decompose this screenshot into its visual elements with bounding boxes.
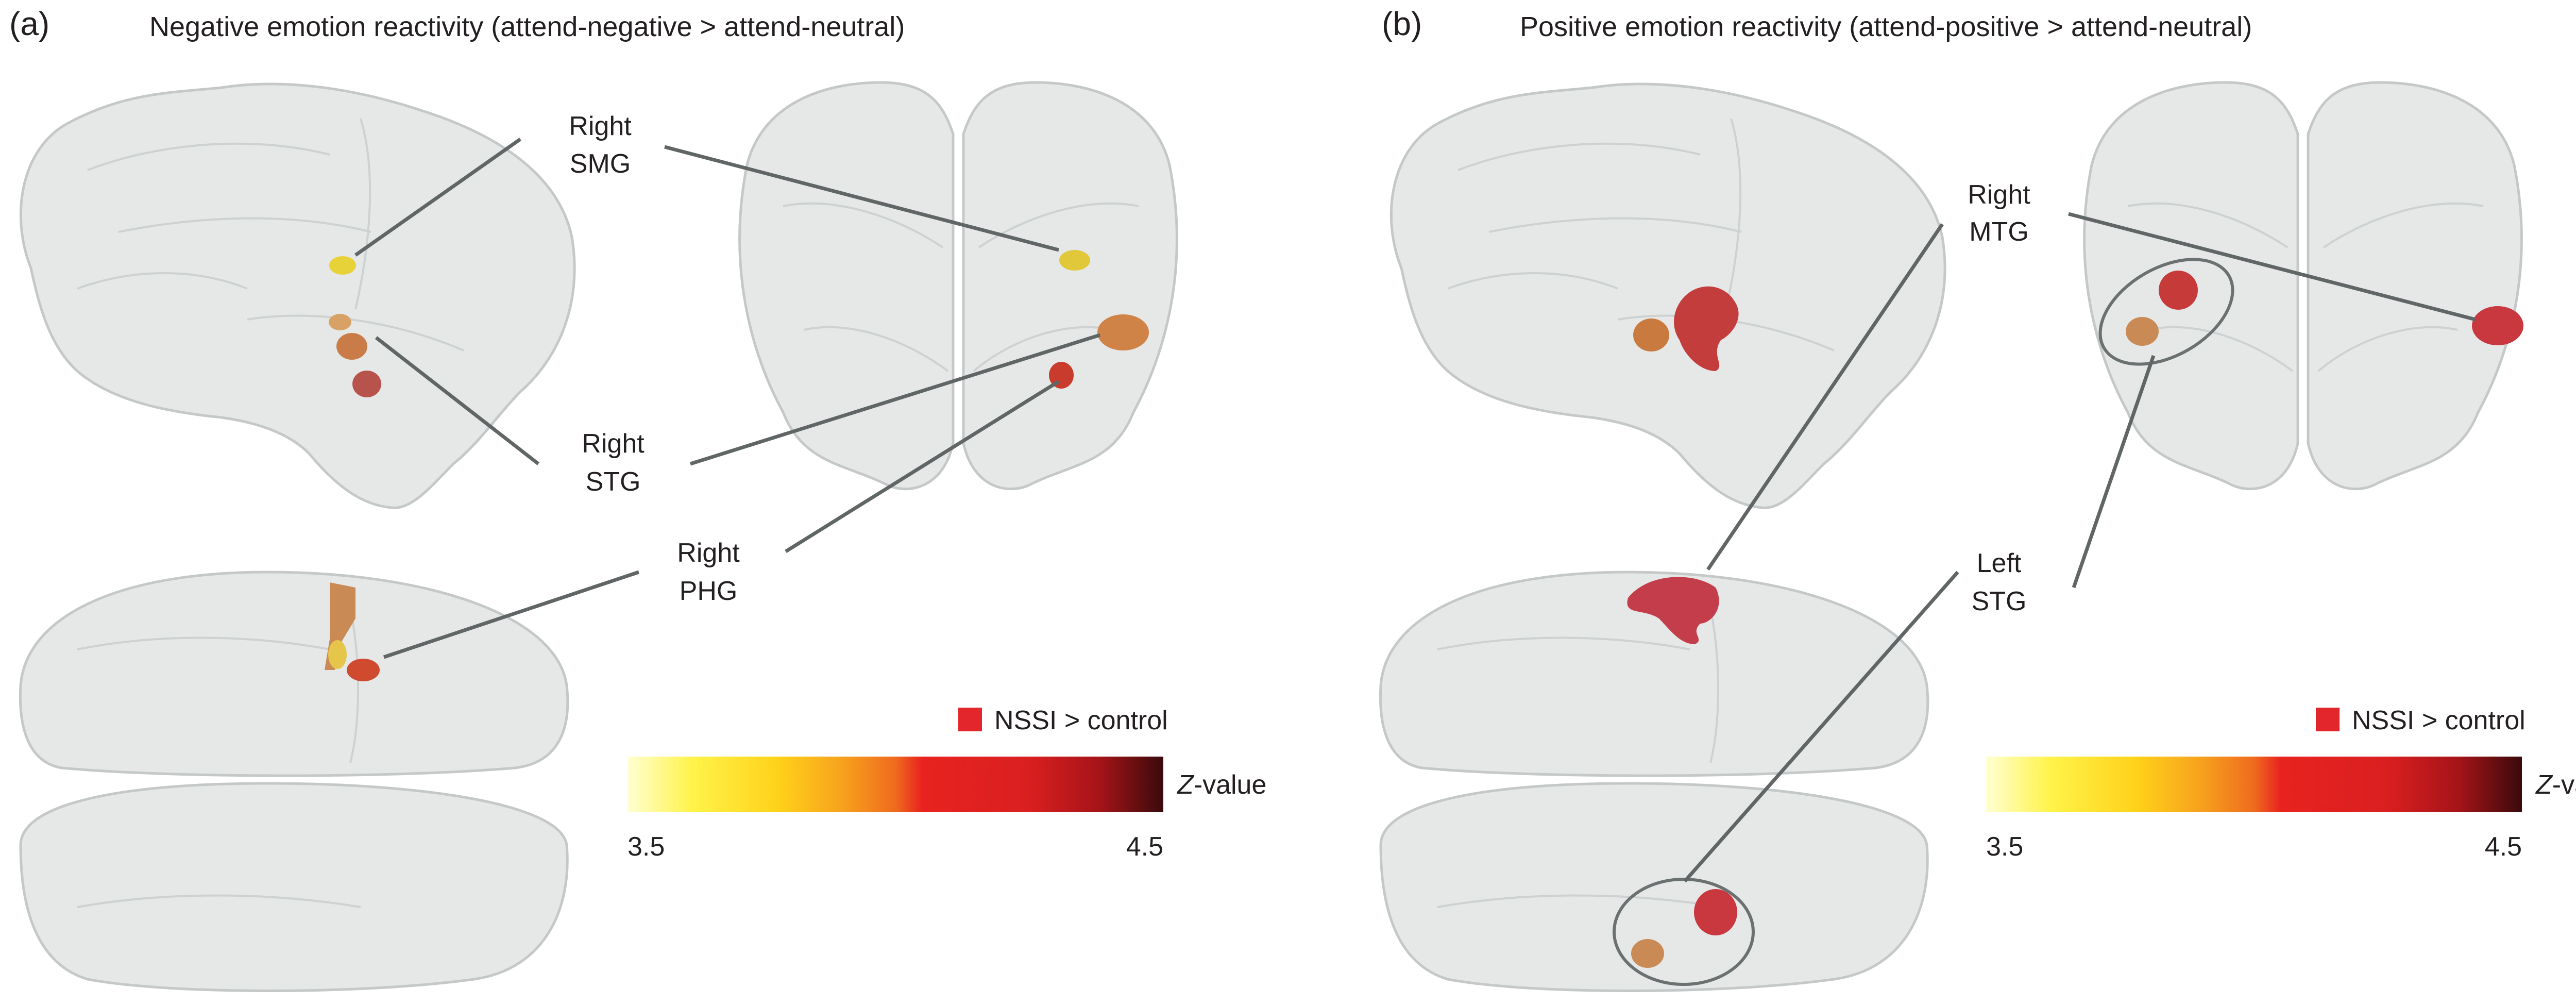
ring-axial [1613, 878, 1755, 986]
panel-a-letter: (a) [9, 5, 49, 42]
cluster-mtg-coronal-right [2472, 306, 2523, 345]
clusters-b [1627, 271, 2523, 968]
label-smg-line2: SMG [570, 149, 631, 179]
legend-swatch [958, 708, 982, 731]
legend-swatch-b [2316, 708, 2340, 731]
cluster-stg-sagittal-b [1633, 319, 1669, 351]
panel-b: (b) Positive emotion reactivity (attend-… [1379, 5, 2576, 992]
label-phg-line2: PHG [680, 576, 738, 606]
clusters-a [325, 250, 1149, 681]
label-stg-line2: STG [586, 467, 641, 497]
brain-sagittal-a [19, 82, 576, 509]
leader-mtg-coronal [2068, 212, 2476, 322]
legend-b: NSSI > control Z-value 3.5 4.5 [1986, 706, 2576, 862]
brain-sagittal-b [1389, 82, 1946, 509]
leaders-a [354, 138, 1101, 659]
leader-phg-axial [383, 570, 640, 659]
region-labels-a: Right SMG Right STG Right PHG [569, 111, 740, 606]
leader-smg-sagittal [354, 138, 522, 257]
leader-stg-coronal [2072, 355, 2156, 589]
cluster-mtg-axial-lower [1694, 889, 1737, 935]
cluster-smg-axial [328, 640, 347, 669]
brain-coronal-b [2083, 81, 2523, 491]
label-left-stg-line1: Left [1977, 548, 2022, 578]
cluster-stg2-sagittal [336, 333, 367, 360]
colorbar [628, 757, 1163, 812]
cluster-stg-axial-lower [1631, 939, 1664, 968]
cluster-stg-coronal [1097, 314, 1149, 350]
leader-stg-sagittal [375, 336, 540, 465]
label-left-stg-line2: STG [1972, 587, 2027, 616]
cluster-mtg-sagittal [1674, 286, 1739, 371]
legend-label: NSSI > control [994, 706, 1168, 735]
panel-a-title: Negative emotion reactivity (attend-nega… [149, 11, 905, 42]
colorbar-min: 3.5 [628, 832, 665, 862]
panel-b-letter: (b) [1382, 5, 1422, 42]
label-mtg-line1: Right [1968, 180, 2030, 210]
leader-stg-coronal [689, 333, 1101, 466]
leader-phg-coronal [785, 380, 1060, 553]
ring-coronal [2098, 258, 2234, 366]
legend-label-b: NSSI > control [2352, 706, 2526, 735]
brain-axial-b [1379, 571, 1929, 992]
label-mtg-line2: MTG [1969, 217, 2029, 247]
colorbar-max: 4.5 [1126, 832, 1163, 862]
cluster-mtg-axial [1627, 577, 1719, 644]
colorbar-label: Z-value [1176, 770, 1266, 800]
cluster-stg-sagittal [329, 314, 351, 330]
cluster-phg-sagittal [352, 371, 381, 397]
leaders-b [1683, 212, 2476, 883]
colorbar-b [1986, 757, 2522, 812]
colorbar-label-b: Z-value [2535, 770, 2576, 800]
cluster-smg-sagittal [329, 256, 356, 275]
label-stg-line1: Right [582, 429, 645, 459]
label-phg-line1: Right [677, 538, 740, 568]
cluster-stg-coronal-left [2126, 317, 2159, 346]
cluster-mtg-coronal-left [2159, 271, 2198, 310]
leader-stg-axial [1683, 571, 1959, 883]
brain-coronal-a [738, 81, 1178, 491]
label-smg-line1: Right [569, 111, 632, 141]
brain-axial-a [19, 571, 569, 992]
panel-a: (a) Negative emotion reactivity (attend-… [9, 5, 1266, 992]
region-labels-b: Right MTG Left STG [1968, 180, 2030, 616]
leader-smg-coronal [664, 145, 1059, 252]
legend-a: NSSI > control Z-value 3.5 4.5 [628, 706, 1266, 862]
panel-b-title: Positive emotion reactivity (attend-posi… [1520, 11, 2252, 42]
colorbar-min-b: 3.5 [1986, 832, 2023, 862]
leader-mtg-axial [1706, 223, 1944, 571]
colorbar-max-b: 4.5 [2485, 832, 2522, 862]
cluster-phg-axial [347, 659, 380, 681]
cluster-smg-coronal [1059, 250, 1090, 271]
